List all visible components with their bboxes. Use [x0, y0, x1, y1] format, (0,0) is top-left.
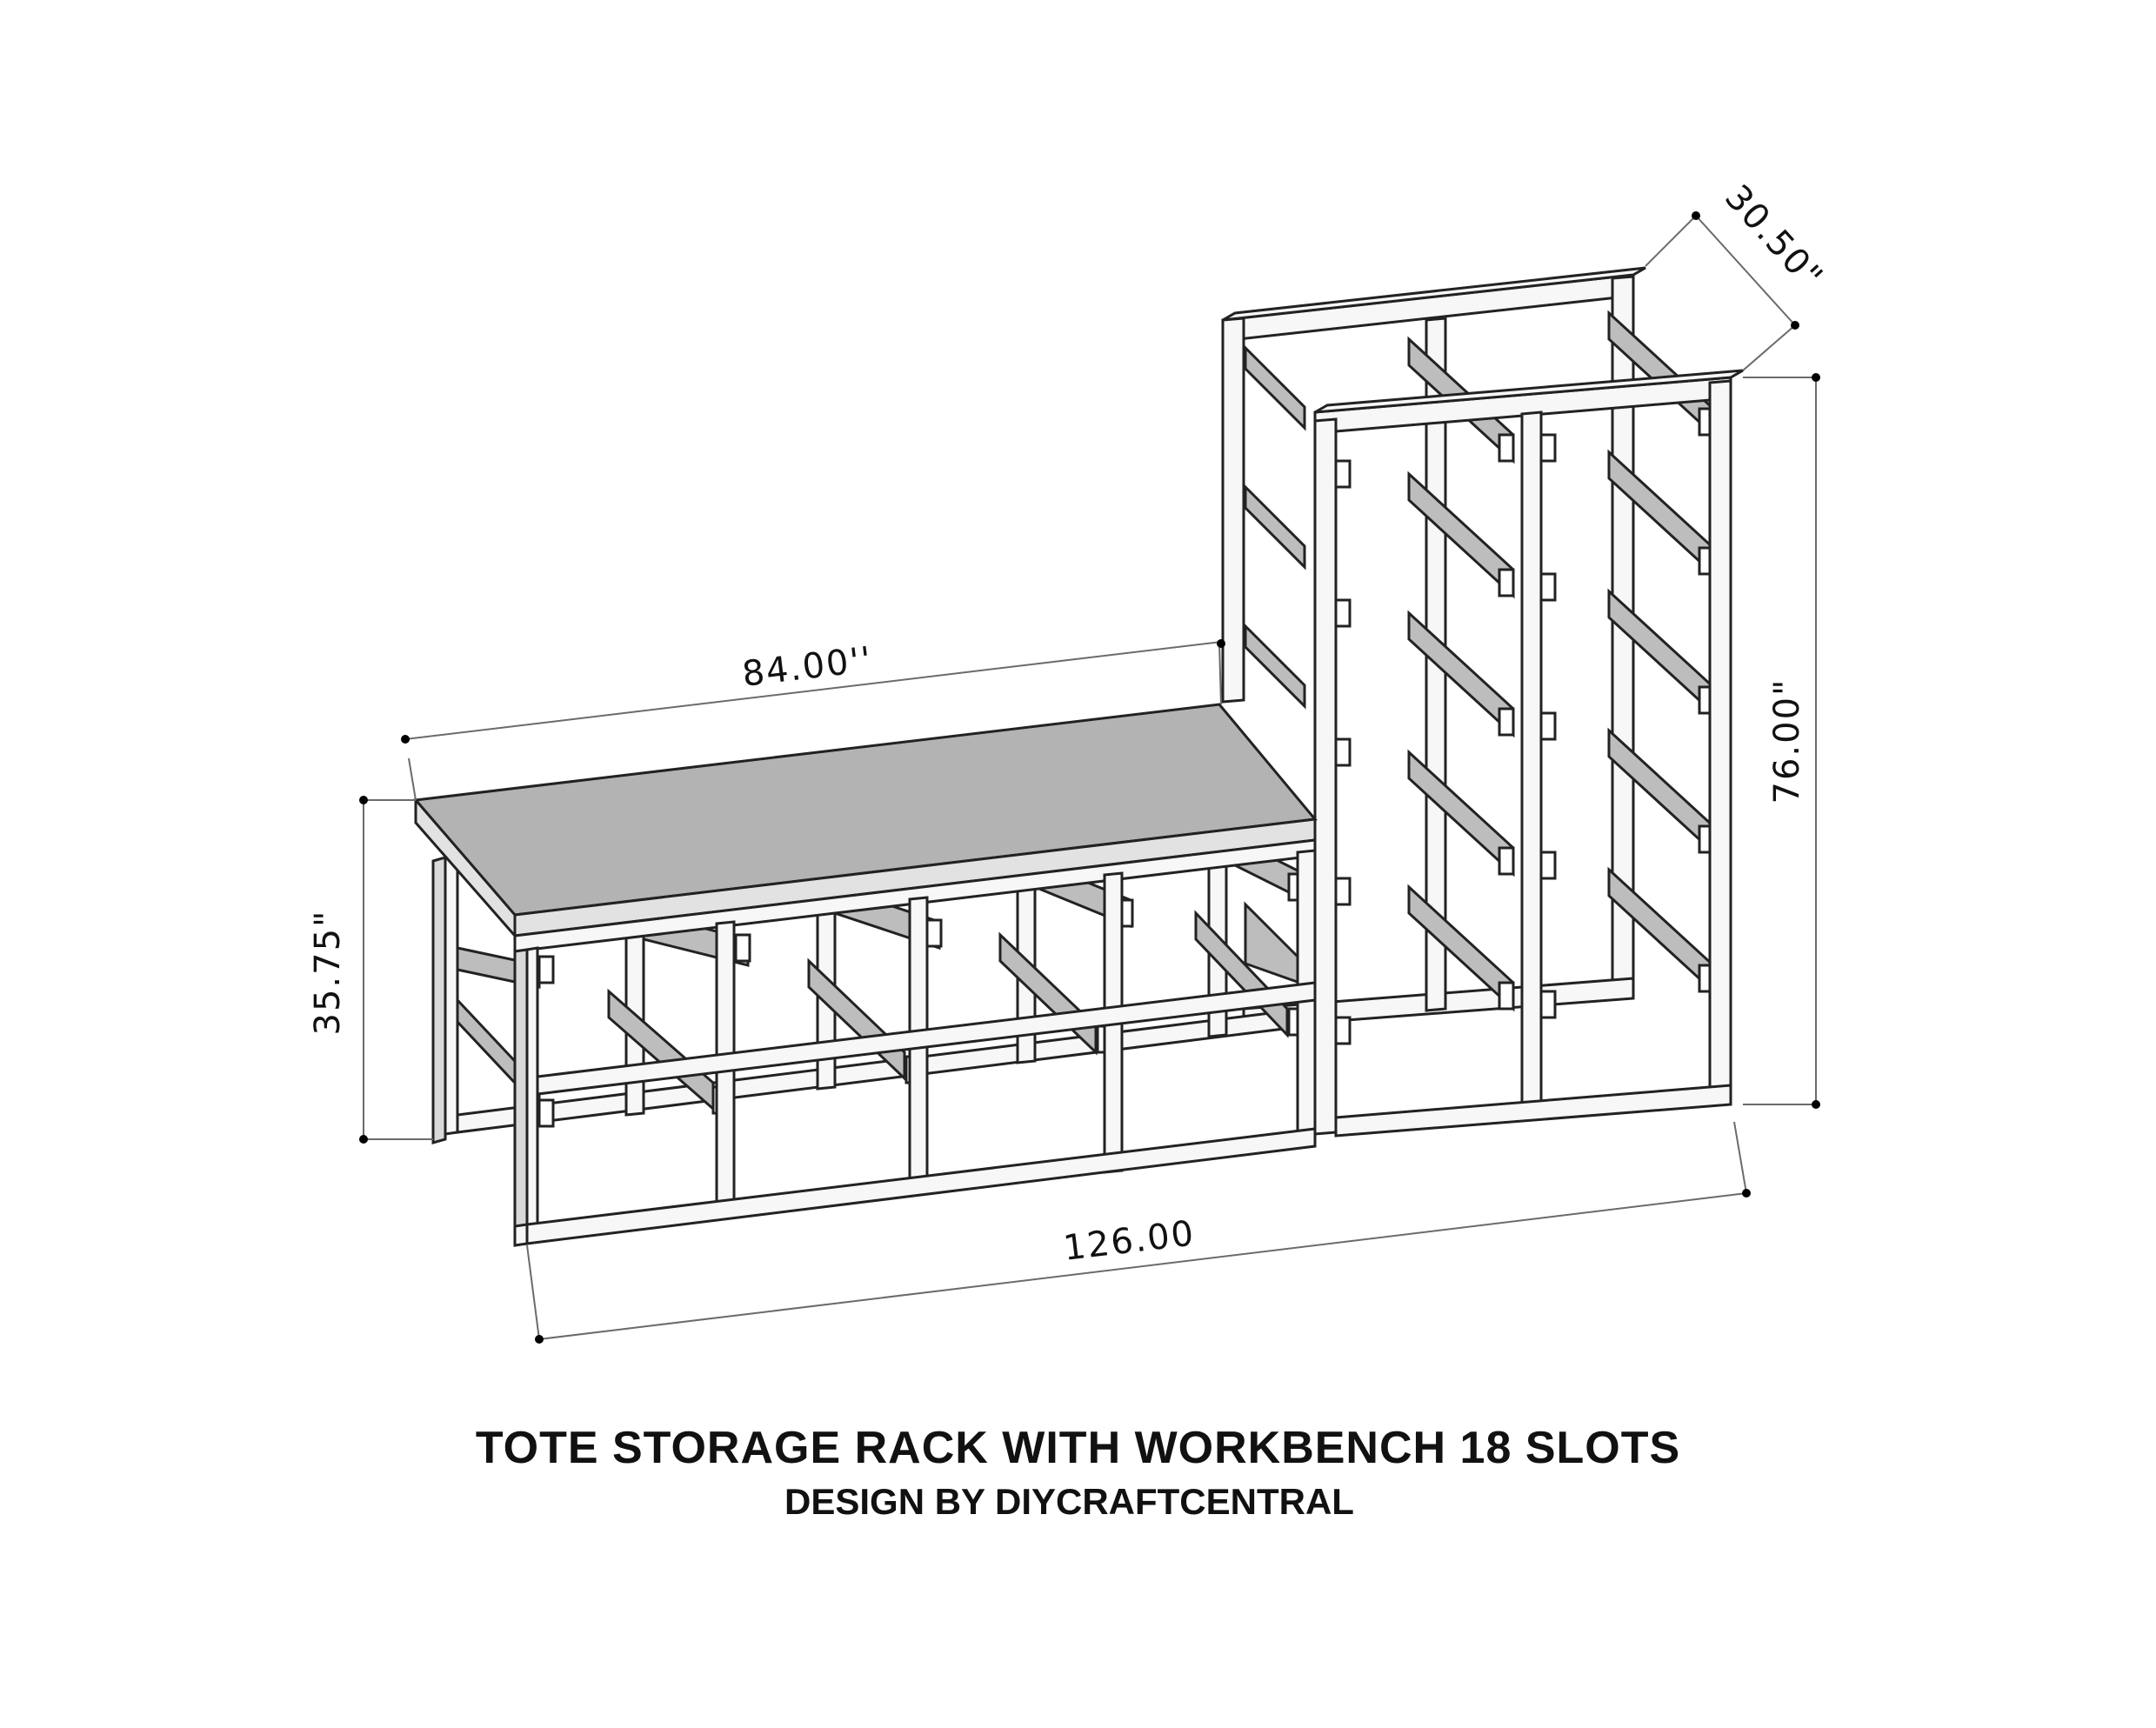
bench-front-frame — [513, 838, 1317, 1247]
dimension-tower-height: 76.00" — [1743, 373, 1820, 1109]
bench-length-label: 84.00'' — [740, 639, 875, 694]
bench-height-label: 35.75" — [308, 910, 348, 1036]
diagram-title: TOTE STORAGE RACK WITH WORKBENCH 18 SLOT… — [475, 1423, 1681, 1473]
dimension-bench-height: 35.75" — [308, 796, 433, 1144]
depth-label: 30.50" — [1717, 177, 1831, 297]
bench-top — [413, 703, 1318, 939]
diagram-subtitle: DESIGN BY DIYCRAFTCENTRAL — [784, 1481, 1354, 1522]
overall-length-label: 126.00 — [1061, 1213, 1197, 1269]
dimension-depth: 30.50" — [1645, 177, 1831, 371]
rack-drawing: 84.00'' 126.00 35.75" 76.00" 30.50" — [308, 177, 1831, 1344]
tower-height-label: 76.00" — [1767, 678, 1807, 804]
tower-mid-runners — [1407, 336, 1515, 1012]
tower-front-frame — [1313, 369, 1744, 1138]
